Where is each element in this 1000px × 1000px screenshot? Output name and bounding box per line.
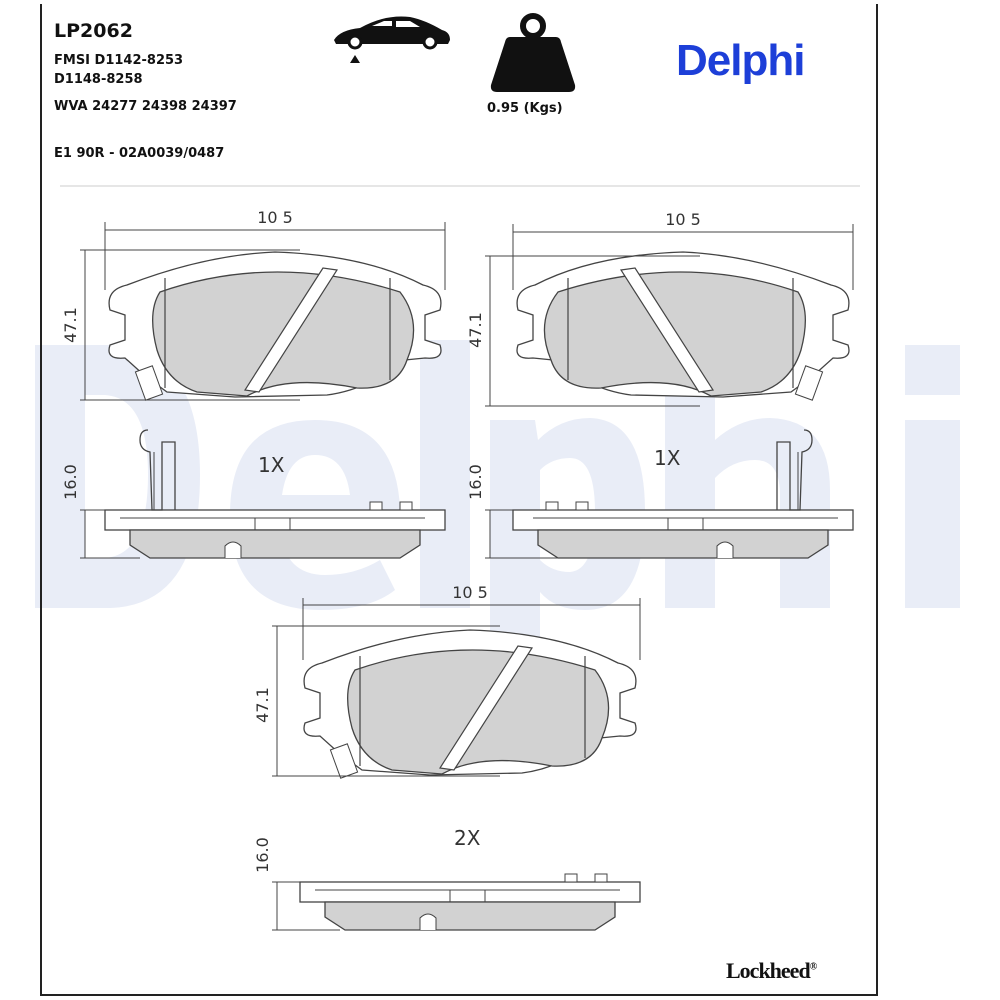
weight-icon — [490, 13, 576, 92]
quantity-label: 1X — [654, 446, 681, 470]
part-code: LP2062 — [54, 20, 133, 42]
width-dimension: 10 5 — [665, 210, 701, 229]
height-dimension: 47.1 — [466, 312, 485, 348]
thickness-dimension: 16.0 — [61, 464, 80, 500]
wva-numbers: WVA 24277 24398 24397 — [54, 99, 237, 114]
footer-brand-name: Lockheed — [726, 958, 811, 983]
weight-value: 0.95 (Kgs) — [487, 101, 563, 116]
dimension-lines — [80, 222, 854, 931]
pad-top-view-right — [516, 251, 850, 401]
pad-side-view-right — [512, 429, 854, 559]
registered-mark: ® — [809, 961, 818, 973]
quantity-label: 1X — [258, 453, 285, 477]
frame — [40, 4, 878, 996]
footer-brand: Lockheed® — [726, 958, 818, 984]
fmsi-line-2: D1148-8258 — [54, 72, 143, 87]
pad-top-view-left — [108, 251, 442, 401]
quantity-label: 2X — [454, 826, 481, 850]
height-dimension: 47.1 — [61, 307, 80, 343]
thickness-dimension: 16.0 — [253, 837, 272, 873]
brand-logo: Delphi — [676, 36, 805, 85]
approval-number: E1 90R - 02A0039/0487 — [54, 146, 225, 161]
fmsi-line-1: FMSI D1142-8253 — [54, 53, 184, 68]
height-dimension: 47.1 — [253, 687, 272, 723]
pad-side-view-left — [104, 429, 446, 559]
thickness-dimension: 16.0 — [466, 464, 485, 500]
car-front-axle-icon — [334, 16, 450, 63]
width-dimension: 10 5 — [257, 208, 293, 227]
width-dimension: 10 5 — [452, 583, 488, 602]
pad-top-view-bottom — [303, 629, 637, 779]
